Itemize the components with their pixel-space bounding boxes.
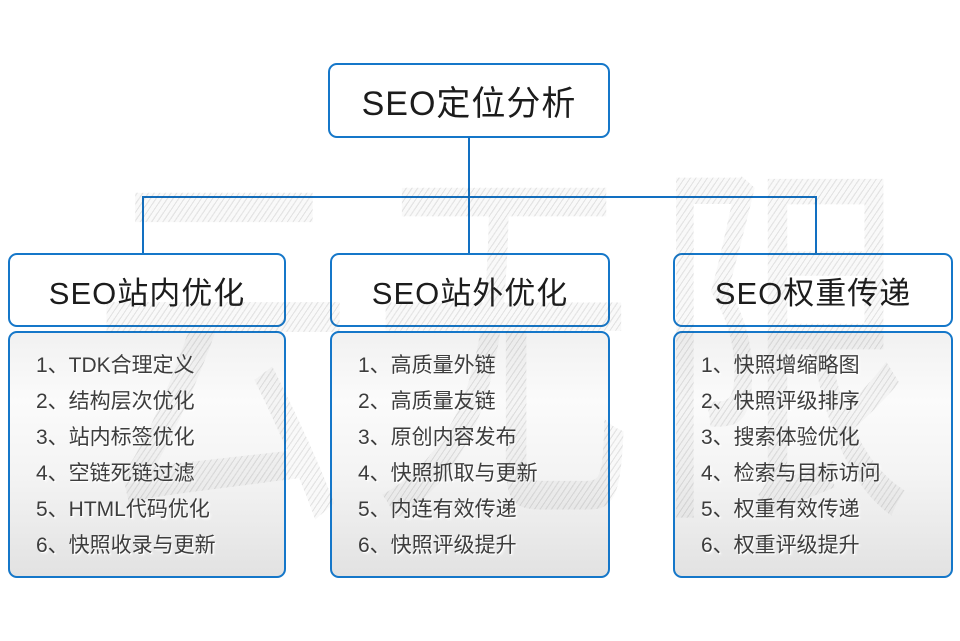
list-item: 4、检索与目标访问 (701, 462, 881, 485)
column-title-weight: SEO权重传递 (714, 275, 912, 311)
column-panel-offsite: 1、高质量外链 2、高质量友链 3、原创内容发布 4、快照抓取与更新 5、内连有效传递 6… (330, 331, 610, 578)
list-item: 2、结构层次优化 (36, 390, 195, 413)
root-node-seo-positioning: SEO定位分析 (328, 63, 610, 138)
list-item: 2、快照评级排序 (701, 390, 860, 413)
list-item: 3、原创内容发布 (358, 426, 517, 449)
list-item: 4、空链死链过滤 (36, 462, 195, 485)
list-item: 3、搜索体验优化 (701, 426, 860, 449)
connector-drop-middle (468, 196, 470, 254)
connector-drop-right (815, 196, 817, 254)
column-panel-onsite: 1、TDK合理定义 2、结构层次优化 3、站内标签优化 4、空链死链过滤 5、HTML代… (8, 331, 286, 578)
column-header-offsite: SEO站外优化 (330, 253, 610, 327)
column-title-offsite: SEO站外优化 (371, 275, 569, 311)
column-panel-weight: 1、快照增缩略图 2、快照评级排序 3、搜索体验优化 4、检索与目标访问 5、权重有效传… (673, 331, 953, 578)
list-item: 5、权重有效传递 (701, 498, 860, 521)
list-item: 6、快照收录与更新 (36, 534, 216, 557)
list-item: 4、快照抓取与更新 (358, 462, 538, 485)
connector-horizontal-bar (142, 196, 817, 198)
list-item: 1、TDK合理定义 (36, 354, 195, 377)
column-header-onsite: SEO站内优化 (8, 253, 286, 327)
root-node-title: SEO定位分析 (361, 85, 577, 123)
list-item: 1、高质量外链 (358, 354, 496, 377)
list-item: 6、权重评级提升 (701, 534, 860, 557)
connector-root-stem (468, 137, 470, 197)
list-item: 5、内连有效传递 (358, 498, 517, 521)
column-header-weight: SEO权重传递 (673, 253, 953, 327)
list-item: 5、HTML代码优化 (36, 498, 210, 521)
list-item: 6、快照评级提升 (358, 534, 517, 557)
list-item: 1、快照增缩略图 (701, 354, 860, 377)
list-item: 2、高质量友链 (358, 390, 496, 413)
list-item: 3、站内标签优化 (36, 426, 195, 449)
connector-drop-left (142, 196, 144, 254)
column-title-onsite: SEO站内优化 (48, 275, 246, 311)
